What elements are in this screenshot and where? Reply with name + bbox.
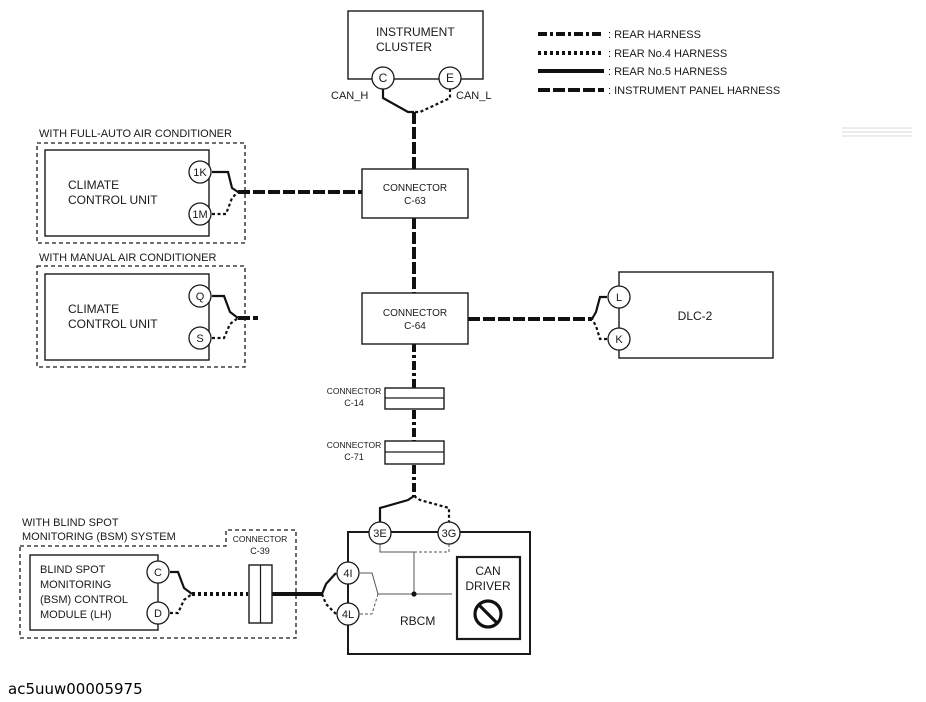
connector-c63: CONNECTOR C-63: [361, 168, 469, 219]
can-driver-label-1: CAN: [475, 564, 500, 578]
full-auto-pin-1k: [188, 160, 212, 184]
manual-pin-q: [188, 284, 212, 308]
full-auto-unit-label-2: CONTROL UNIT: [68, 193, 158, 207]
connector-c63-box: [361, 168, 469, 219]
bsm-control-module-box: [29, 554, 159, 631]
dlc2-box: [618, 271, 774, 359]
bsm-pin-d: [146, 601, 170, 625]
can-l-label: CAN_L: [456, 90, 491, 102]
connector-c63-label-1: CONNECTOR: [383, 183, 447, 194]
dlc2-label: DLC-2: [678, 309, 713, 323]
scan-artifact: [842, 127, 912, 137]
connector-c71-label-2: C-71: [344, 452, 364, 462]
full-auto-pin-1m: [188, 202, 212, 226]
rbcm-pin-3e: [368, 521, 392, 545]
bsm-dashed-frame: [19, 529, 297, 639]
full-auto-pin-1k-label: 1K: [193, 167, 207, 179]
connector-c63-label-2: C-63: [404, 196, 426, 207]
legend-instrument-panel-label: : INSTRUMENT PANEL HARNESS: [608, 85, 780, 97]
connector-c14: CONNECTOR C-14: [327, 386, 445, 410]
connector-c71-label-1: CONNECTOR: [327, 440, 382, 450]
bsm-pin-d-label: D: [154, 608, 162, 620]
full-auto-caption: WITH FULL-AUTO AIR CONDITIONER: [39, 128, 232, 140]
can-driver-label-2: DRIVER: [465, 579, 511, 593]
bsm-module-label-1: BLIND SPOT: [40, 564, 106, 576]
full-auto-unit-label-1: CLIMATE: [68, 178, 119, 192]
connector-c64: CONNECTOR C-64: [361, 292, 469, 345]
bsm-module-label-4: MODULE (LH): [40, 609, 112, 621]
rbcm-pin-3g-label: 3G: [442, 528, 457, 540]
legend-rear-no4-label: : REAR No.4 HARNESS: [608, 48, 727, 60]
instrument-cluster-pin-c-label: C: [379, 71, 388, 85]
manual-pin-q-label: Q: [196, 291, 205, 303]
instrument-cluster-box: [347, 10, 484, 80]
bsm-pin-c: [146, 560, 170, 584]
image-code: ac5uuw00005975: [8, 680, 143, 698]
bsm-module-label-2: MONITORING: [40, 579, 111, 591]
full-auto-climate-group: WITH FULL-AUTO AIR CONDITIONER CLIMATE C…: [36, 128, 246, 244]
rbcm-pin-4l: [336, 602, 360, 626]
rbcm-pin-4l-label: 4L: [342, 609, 354, 621]
legend-rear-harness-label: : REAR HARNESS: [608, 29, 701, 41]
climate-control-unit-manual: [44, 273, 210, 361]
legend-rear-no5-label: : REAR No.5 HARNESS: [608, 66, 727, 78]
dlc2-pin-k: [607, 327, 631, 351]
rbcm-pin-4i: [336, 561, 360, 585]
bsm-caption-1: WITH BLIND SPOT: [22, 517, 119, 529]
can-h-label: CAN_H: [331, 90, 368, 102]
rbcm-pin-3e-label: 3E: [373, 528, 386, 540]
connector-c64-label-1: CONNECTOR: [383, 308, 447, 319]
manual-unit-label-2: CONTROL UNIT: [68, 317, 158, 331]
legend: : REAR HARNESS : REAR No.4 HARNESS : REA…: [538, 29, 780, 97]
manual-dashed-frame: [36, 265, 246, 368]
connector-c39-label-2: C-39: [250, 546, 270, 556]
connector-c64-box: [361, 292, 469, 345]
climate-control-unit-full-auto: [44, 149, 210, 237]
instrument-cluster-pin-e-label: E: [446, 71, 454, 85]
instrument-cluster-label-2: CLUSTER: [376, 40, 432, 54]
dlc2-pin-k-label: K: [615, 334, 623, 346]
manual-caption: WITH MANUAL AIR CONDITIONER: [39, 252, 216, 264]
rbcm-pin-4i-label: 4I: [343, 568, 352, 580]
bsm-caption-2: MONITORING (BSM) SYSTEM: [22, 531, 176, 543]
connector-c14-label-2: C-14: [344, 398, 364, 408]
rbcm-junction-dot: [411, 591, 417, 597]
full-auto-pin-1m-label: 1M: [192, 209, 207, 221]
rbcm-pin-3g: [437, 521, 461, 545]
rbcm-label: RBCM: [400, 614, 435, 628]
dlc2-pin-l: [607, 285, 631, 309]
connector-c39-label-1: CONNECTOR: [233, 534, 288, 544]
manual-climate-group: WITH MANUAL AIR CONDITIONER CLIMATE CONT…: [36, 252, 246, 368]
instrument-cluster-pin-c: [371, 66, 395, 90]
connector-c71: CONNECTOR C-71: [327, 440, 445, 465]
bsm-group: WITH BLIND SPOT MONITORING (BSM) SYSTEM …: [19, 517, 297, 639]
prohibited-icon: [473, 599, 503, 629]
instrument-cluster-pin-e: [438, 66, 462, 90]
manual-pin-s-label: S: [196, 333, 203, 345]
manual-pin-s: [188, 326, 212, 350]
manual-unit-label-1: CLIMATE: [68, 302, 119, 316]
can-driver-box: [455, 555, 522, 641]
main-bus-lines: [192, 112, 592, 596]
connector-c14-label-1: CONNECTOR: [327, 386, 382, 396]
instrument-cluster-label-1: INSTRUMENT: [376, 25, 455, 39]
dlc2-group: DLC-2 L K: [591, 271, 774, 359]
rbcm-group: 3E 3G 4I 4L RBCM CAN DRIVER: [320, 495, 531, 655]
dlc2-pin-l-label: L: [616, 292, 622, 304]
bsm-pin-c-label: C: [154, 567, 162, 579]
bsm-module-label-3: (BSM) CONTROL: [40, 594, 128, 606]
connector-c64-label-2: C-64: [404, 321, 426, 332]
instrument-cluster: INSTRUMENT CLUSTER C E CAN_H CAN_L: [331, 10, 491, 114]
